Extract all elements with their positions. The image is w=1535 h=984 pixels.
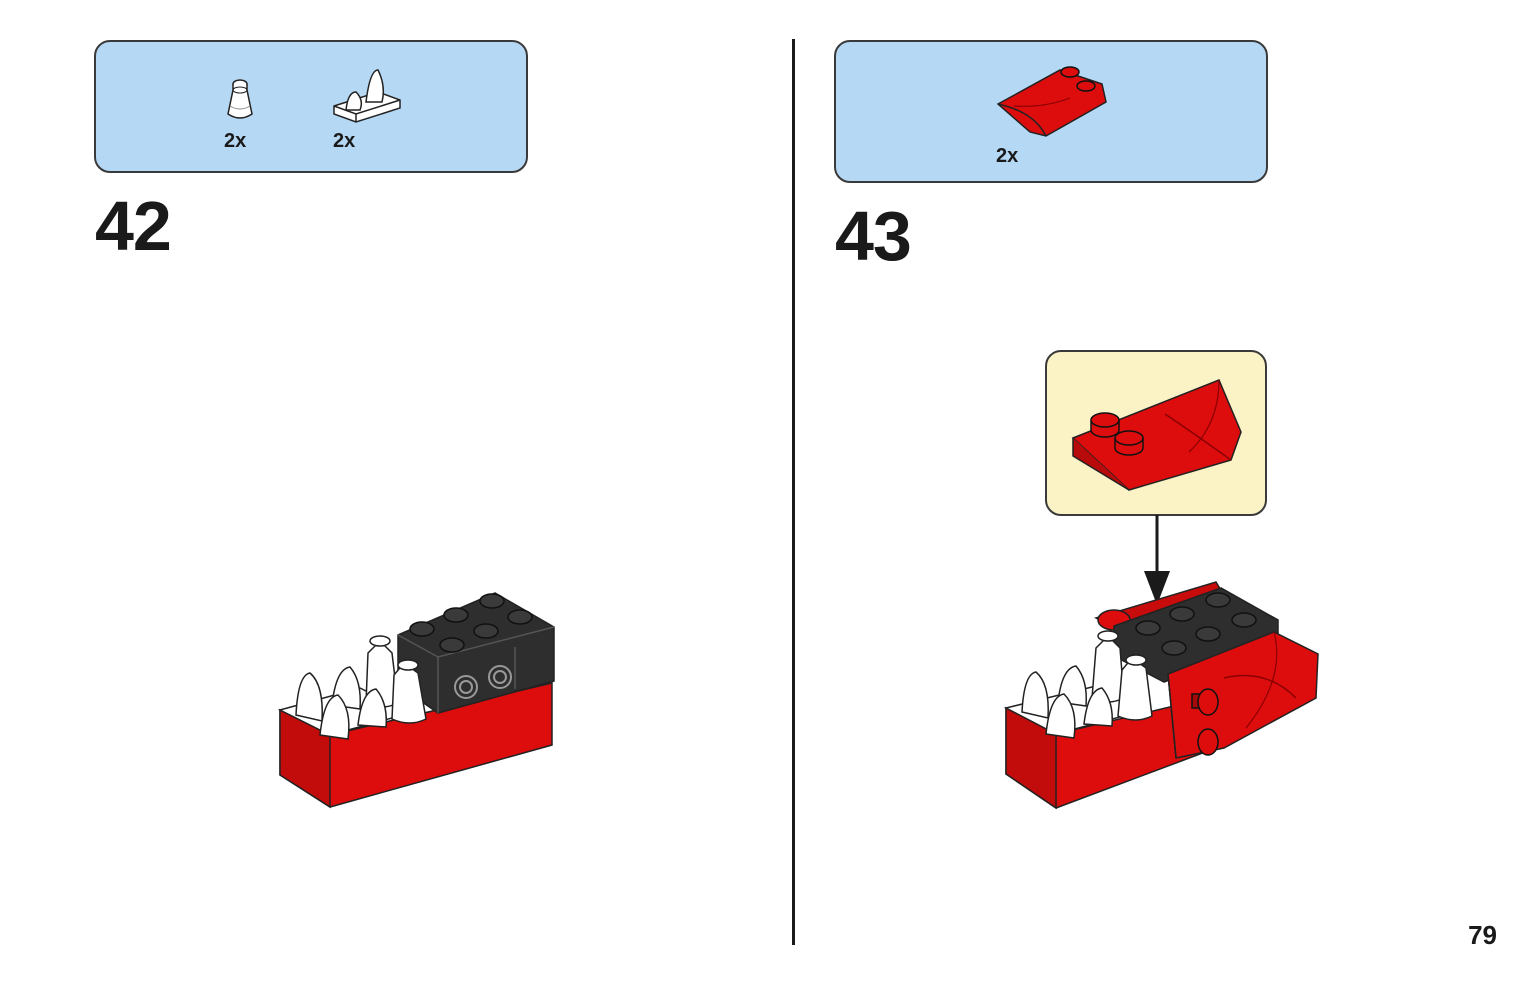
part-quantity-label: 2x: [333, 130, 356, 152]
parts-box-step-43: 2x: [834, 40, 1268, 183]
model-step-43: [1003, 581, 1319, 810]
red-slope-subassembly: [1071, 379, 1242, 491]
step-number: 43: [835, 197, 912, 275]
parts-box-step-42: 2x 2x: [94, 40, 528, 173]
white-tooth-plate-part-icon: [333, 69, 401, 123]
sub-assembly-callout: [1045, 350, 1267, 516]
red-slope-plate-part-icon: [996, 66, 1107, 137]
model-step-42: [277, 592, 555, 809]
white-cone-part-icon: [227, 79, 253, 119]
arrow-down-icon: [1144, 515, 1170, 605]
part-quantity-label: 2x: [224, 130, 247, 152]
part-quantity-label: 2x: [996, 145, 1019, 167]
step-number: 42: [95, 187, 172, 265]
page-number: 79: [1468, 920, 1497, 950]
page-divider: [792, 39, 795, 945]
